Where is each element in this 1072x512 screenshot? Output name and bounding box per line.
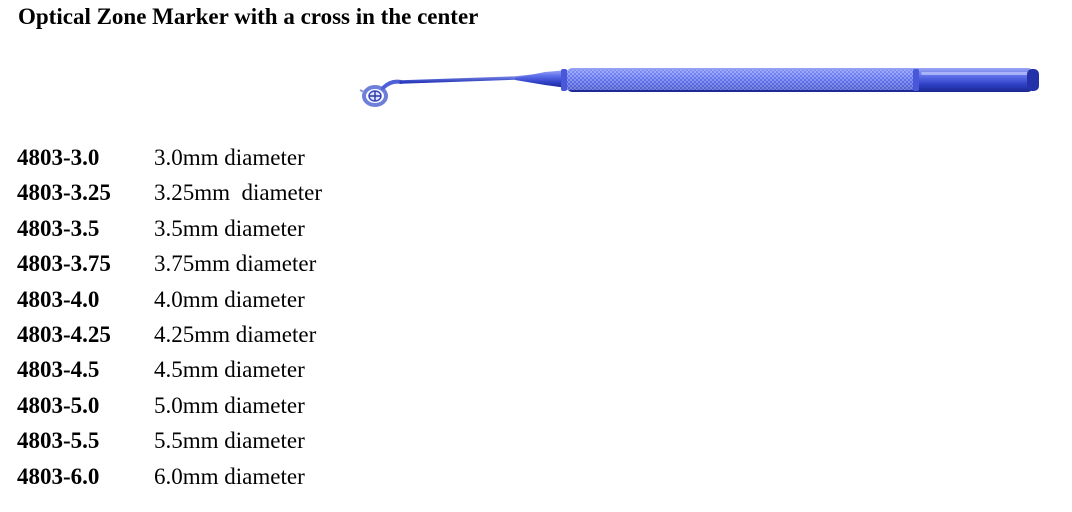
catalog-description: 4.5mm diameter (154, 357, 305, 383)
page-title: Optical Zone Marker with a cross in the … (18, 4, 479, 29)
marker-ring-tip (359, 85, 388, 107)
catalog-code: 4803-5.5 (17, 428, 100, 454)
catalog-code: 4803-6.0 (17, 463, 100, 489)
catalog-description: 3.25mm diameter (154, 180, 322, 206)
optical-zone-marker-image (359, 68, 1039, 107)
catalog-description: 5.0mm diameter (154, 392, 305, 418)
catalog-code: 4803-5.0 (17, 392, 100, 418)
catalog-description: 3.5mm diameter (154, 215, 305, 241)
catalog-description: 5.5mm diameter (154, 428, 305, 454)
catalog-description: 3.75mm diameter (154, 251, 317, 277)
catalog-code: 4803-4.5 (17, 357, 100, 383)
catalog-code: 4803-3.0 (17, 145, 100, 170)
catalog-code: 4803-3.5 (17, 215, 100, 241)
catalog-code: 4803-4.0 (17, 286, 100, 312)
catalog-description: 4.0mm diameter (154, 286, 305, 312)
catalog-code: 4803-3.75 (17, 251, 111, 277)
catalog-description: 4.25mm diameter (154, 321, 317, 347)
catalog-code: 4803-3.25 (17, 180, 111, 206)
catalog-description: 6.0mm diameter (154, 463, 305, 489)
catalog-code: 4803-4.25 (17, 321, 111, 347)
catalog-description: 3.0mm diameter (154, 145, 305, 170)
